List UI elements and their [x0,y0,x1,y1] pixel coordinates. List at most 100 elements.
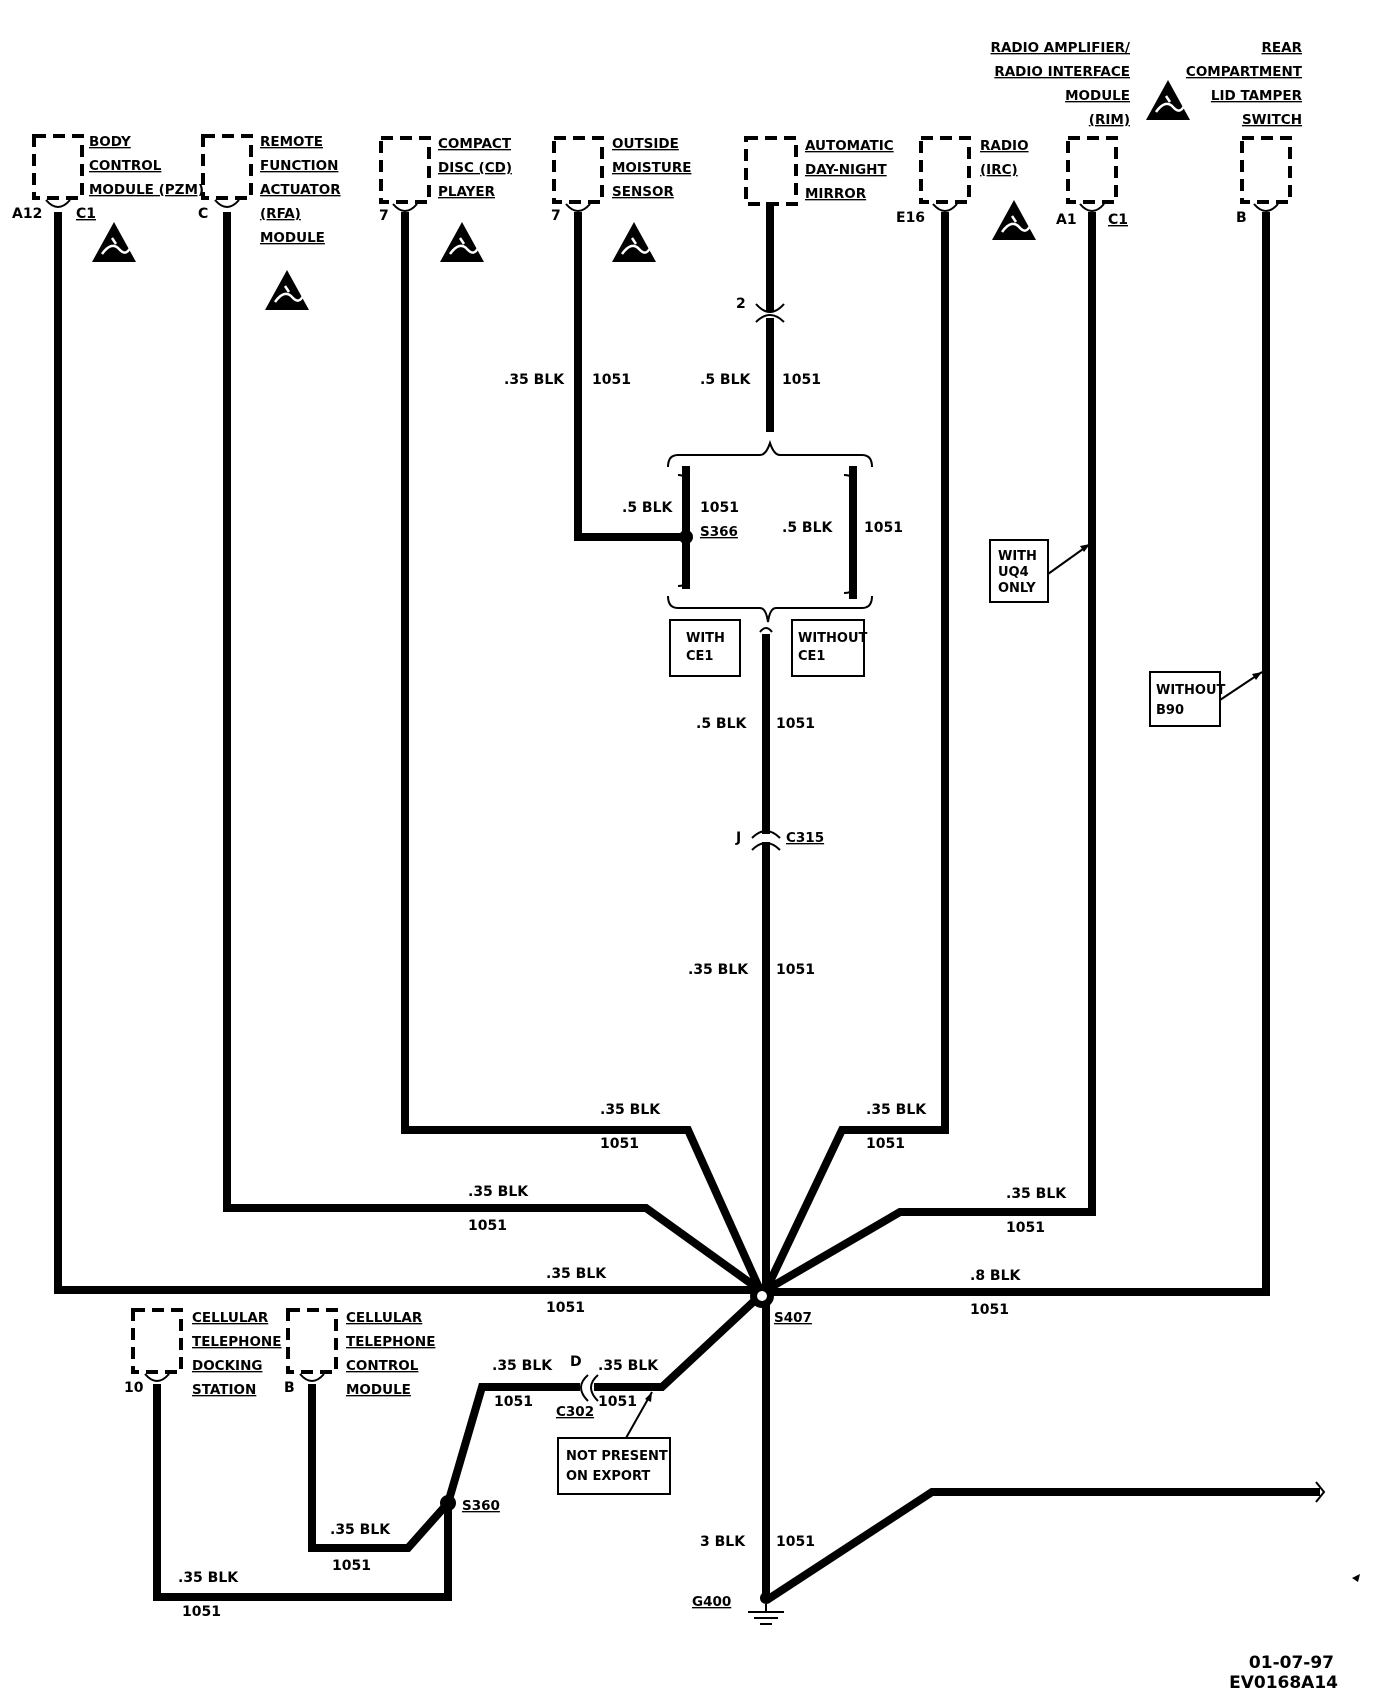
note-with-ce1: WITH [686,631,725,646]
wire-color-label: .35 BLK [468,1184,529,1200]
wire-docking [153,1384,452,1601]
wire-circuit-label: 1051 [494,1394,533,1410]
component-docking [131,1308,183,1382]
splice-s366-label: S366 [700,524,738,540]
wire-tamper [762,212,1270,1296]
connector-label: C1 [1108,212,1128,228]
wire-circuit-label: 1051 [700,500,739,516]
mirror-label: AUTOMATIC [805,138,894,154]
note-with-uq4-box [989,539,1049,603]
wire-circuit-label: 1051 [776,1534,815,1550]
cd-label: PLAYER [438,184,496,200]
component-bcm [32,134,84,208]
wire-phonectl [308,1384,454,1552]
wire-rim [760,212,1096,1296]
wire-circuit-label: 1051 [970,1302,1009,1318]
rim-label: (RIM) [1089,112,1130,128]
phonectl-label: TELEPHONE [346,1334,435,1350]
wire-color-label: .8 BLK [970,1268,1022,1284]
component-mirror [744,136,798,206]
mirror-label: DAY-NIGHT [805,162,887,178]
rim-label: RADIO INTERFACE [994,64,1130,80]
wire-cd [401,212,766,1296]
wire-circuit-label: 1051 [182,1604,221,1620]
wire-circuit-label: 1051 [1006,1220,1045,1236]
pin-label: 7 [551,208,561,224]
wire-circuit-label: 1051 [864,520,903,536]
component-moisture [552,136,604,212]
wire-color-label: .5 BLK [696,716,748,732]
phonectl-label: CONTROL [346,1358,419,1374]
tamper-label: COMPARTMENT [1186,64,1303,80]
docking-label: DOCKING [192,1358,262,1374]
docking-label: STATION [192,1382,256,1398]
ground-g400-label: G400 [692,1594,731,1610]
wire-circuit-label: 1051 [776,716,815,732]
esd-warning-icon [1144,78,1192,122]
wire-ground-right [764,1488,1320,1604]
rfa-label: (RFA) [260,206,301,222]
component-phonectl [286,1308,338,1382]
tamper-label: LID TAMPER [1211,88,1303,104]
connector-label: C1 [76,206,96,222]
wire-circuit-label: 1051 [592,372,631,388]
wire-color-label: .35 BLK [600,1102,661,1118]
wire-circuit-label: 1051 [468,1218,507,1234]
rfa-label: MODULE [260,230,325,246]
splice-s360-label: S360 [462,1498,500,1514]
note-without-ce1: CE1 [798,649,825,664]
rim-label: MODULE [1065,88,1130,104]
esd-warning-icon [263,268,311,312]
brace-bottom [667,595,873,623]
splice-s366-dot [679,530,693,544]
component-cd [379,136,431,212]
rfa-label: ACTUATOR [260,182,341,198]
rim-label: RADIO AMPLIFIER/ [991,40,1131,56]
note-with-ce1: CE1 [686,649,713,664]
wire-circuit-label: 1051 [600,1136,639,1152]
rfa-label: REMOTE [260,134,323,150]
connector-c315-label: C315 [786,830,824,846]
note-without-b90: WITHOUT [1156,683,1226,698]
wire-s407-c302 [594,1284,772,1391]
phonectl-label: CELLULAR [346,1310,423,1326]
pin-label: B [284,1380,295,1396]
note-without-ce1-box [791,619,865,677]
bcm-label: BODY [89,134,131,150]
pin-label: 2 [736,296,746,312]
note-with-ce1-box [669,619,741,677]
phonectl-label: MODULE [346,1382,411,1398]
wire-color-label: .35 BLK [178,1570,239,1586]
esd-warning-icon [438,220,486,264]
connector-c302-label: C302 [556,1404,594,1420]
wire-color-label: 3 BLK [700,1534,746,1550]
wire-color-label: .5 BLK [622,500,674,516]
wire-color-label: .35 BLK [330,1522,391,1538]
radio-label: (IRC) [980,162,1018,178]
note-without-b90-box [1149,671,1221,727]
esd-warning-icon [990,198,1038,242]
pin-label: E16 [896,210,925,226]
wire-color-label: .5 BLK [782,520,834,536]
esd-warning-icon [610,220,658,264]
rfa-label: FUNCTION [260,158,338,174]
note-with-uq4: WITH [998,549,1037,564]
ground-symbol-icon [748,1592,784,1625]
docking-label: TELEPHONE [192,1334,281,1350]
moisture-label: OUTSIDE [612,136,679,152]
wire-bcm [54,212,764,1294]
wire-color-label: .5 BLK [700,372,752,388]
pin-label: B [1236,210,1247,226]
wire-c302-s360 [443,1383,580,1508]
splice-s407-label: S407 [774,1310,812,1326]
note-with-uq4: UQ4 [998,565,1029,580]
wire-color-label: .35 BLK [492,1358,553,1374]
footer-date: 01-07-97 [1249,1653,1334,1673]
wire-color-label: .35 BLK [546,1266,607,1282]
footer-code: EV0168A14 [1229,1673,1338,1693]
bcm-label: MODULE (PZM) [89,182,204,198]
wire-color-label: .35 BLK [866,1102,927,1118]
note-without-b90: B90 [1156,703,1184,718]
wire-color-label: .35 BLK [1006,1186,1067,1202]
